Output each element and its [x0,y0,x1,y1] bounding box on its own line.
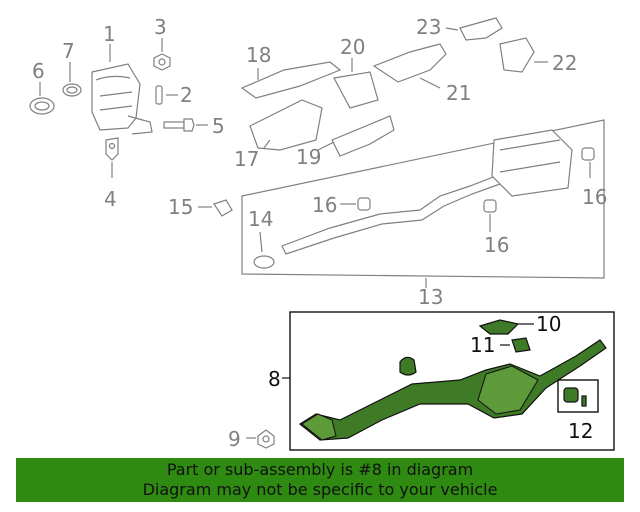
callout-23: 23 [416,15,441,39]
part-10-heat-shield[interactable] [478,319,520,335]
callout-16a: 16 [312,193,337,217]
part-17-heat-shield[interactable] [249,99,323,151]
callout-3: 3 [154,15,167,39]
callout-19: 19 [296,145,321,169]
part-16c-insulator[interactable] [581,147,595,161]
callout-8: 8 [268,367,281,391]
leader-23 [445,27,459,31]
callout-17: 17 [234,147,259,171]
callout-18: 18 [246,43,271,67]
part-21-heat-shield[interactable] [372,43,447,83]
callout-11: 11 [470,333,495,357]
part-1-converter[interactable] [91,63,153,135]
callout-12: 12 [568,419,593,443]
leader-21 [419,77,441,89]
leader-17 [263,139,271,149]
callout-5: 5 [212,114,225,138]
part-12-isolator[interactable] [563,387,587,407]
callout-9: 9 [228,427,241,451]
leader-19 [317,141,335,151]
part-3-nut[interactable] [153,53,171,71]
part-11-insulator[interactable] [511,337,531,353]
callout-4: 4 [104,187,117,211]
callout-16c: 16 [582,185,607,209]
part-20-heat-shield[interactable] [333,71,379,109]
callout-13: 13 [418,285,443,309]
callout-10: 10 [536,312,561,336]
part-12-box [557,379,599,413]
callout-22: 22 [552,51,577,75]
part-2-stud[interactable] [155,85,163,105]
gray-exhaust-pipe[interactable] [281,129,573,255]
part-4-bracket[interactable] [105,137,119,161]
callout-1: 1 [103,22,116,46]
banner-line-1: Part or sub-assembly is #8 in diagram [166,460,474,479]
part-7-gasket[interactable] [62,83,82,97]
part-6-clamp[interactable] [29,97,55,115]
callout-6: 6 [32,59,45,83]
assembly-13-outline [241,119,605,279]
part-16a-insulator[interactable] [357,197,371,211]
banner-line-2: Diagram may not be specific to your vehi… [142,480,498,499]
callout-15: 15 [168,195,193,219]
callout-21: 21 [446,81,471,105]
part-23-heat-shield[interactable] [459,17,503,41]
part-5-bolt[interactable] [163,118,195,132]
callout-2: 2 [180,83,193,107]
part-8-exhaust-assembly[interactable] [298,339,607,441]
assembly-8-outline [289,311,615,451]
part-22-heat-shield[interactable] [499,37,535,73]
callout-14: 14 [248,207,273,231]
part-19-heat-shield[interactable] [331,115,395,157]
leader-14 [259,231,263,253]
callout-7: 7 [62,39,75,63]
part-18-heat-shield[interactable] [240,61,342,99]
part-15-hanger[interactable] [213,199,233,217]
part-9-nut[interactable] [257,429,275,449]
part-16b-insulator[interactable] [483,199,497,213]
callout-16b: 16 [484,233,509,257]
info-banner: Part or sub-assembly is #8 in diagram Di… [16,458,624,502]
part-14-clamp[interactable] [253,255,275,269]
callout-20: 20 [340,35,365,59]
